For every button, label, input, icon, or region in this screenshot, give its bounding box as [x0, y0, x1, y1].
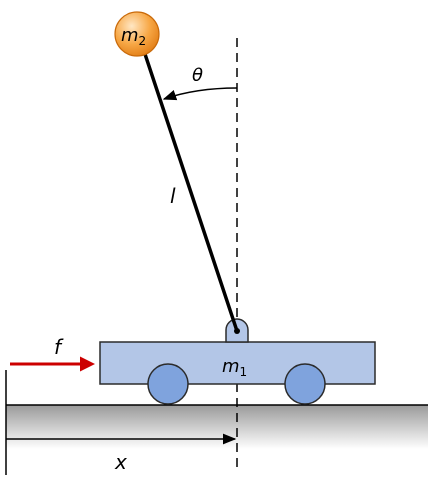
cart-wheel-right — [284, 363, 326, 405]
cart-body — [99, 341, 376, 385]
angle-arc — [162, 87, 238, 101]
force-label: f — [54, 335, 64, 359]
pendulum-rod — [137, 34, 239, 333]
ground-surface — [6, 405, 428, 449]
cart-wheel-left — [147, 363, 189, 405]
length-label: l — [170, 184, 176, 208]
angle-label: θ — [192, 65, 203, 86]
position-label: x — [114, 450, 127, 474]
mass-top-label: m2 — [121, 25, 146, 48]
mass-cart-label: m1 — [222, 356, 247, 379]
pendulum-bob — [114, 11, 160, 57]
